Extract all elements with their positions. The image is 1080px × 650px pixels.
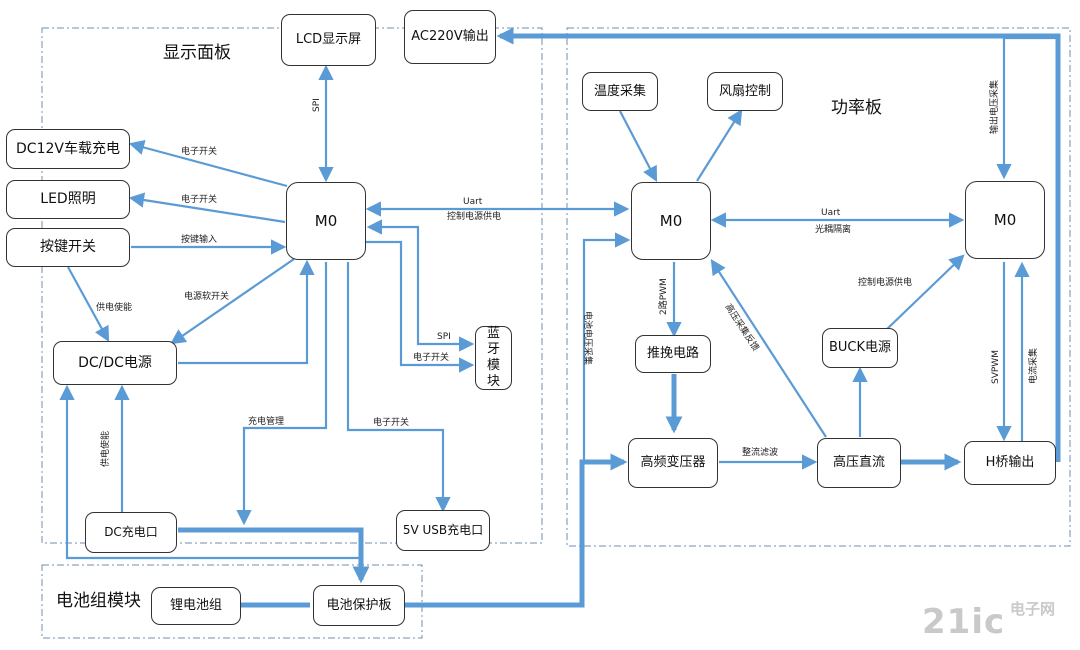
arrow-key-dcdc: [67, 266, 110, 343]
label-ctrl-supply1: 控制电源供电: [447, 212, 502, 222]
arrow-m0-dc12v: [128, 139, 288, 188]
power-board-region: [566, 27, 1071, 547]
label-esw-led: 电子开关: [181, 195, 218, 205]
hv-dc-box: 高压直流: [817, 438, 901, 488]
label-uart1: Uart: [463, 197, 483, 207]
label-pwm2: 2路PWM: [659, 278, 669, 315]
dc-charge-box: DC充电口: [85, 512, 177, 553]
label-spi-lcd: SPI: [312, 98, 322, 112]
m0-power-box: M0: [631, 182, 711, 260]
watermark-logo: 21ic: [922, 602, 1006, 642]
ac220-box: AC220V输出: [404, 10, 496, 64]
dcdc-box: DC/DC电源: [53, 341, 177, 385]
bat-protect-box: 电池保护板: [313, 585, 405, 626]
label-spi-bt: SPI: [437, 332, 451, 342]
label-bat-vi: 电池电压采集: [582, 311, 592, 366]
li-battery-box: 锂电池组: [151, 587, 241, 625]
label-uart2: Uart: [821, 208, 841, 218]
m0-right-box: M0: [965, 181, 1045, 259]
label-key-input: 按键输入: [181, 235, 218, 245]
display-panel-title: 显示面板: [163, 43, 231, 63]
arrow-bat-dcdc: [59, 384, 361, 560]
battery-module-region: [41, 564, 423, 639]
label-ctrl-supply2: 控制电源供电: [858, 278, 913, 288]
display-panel-region: [41, 27, 543, 544]
arrow-hvdc-m0: [710, 259, 827, 438]
arrow-batsense-m0: [582, 232, 631, 460]
arrow-m0-bt-esw: [366, 240, 475, 373]
buck-box: BUCK电源: [822, 328, 898, 368]
hf-transformer-box: 高频变压器: [628, 438, 718, 488]
fan-box: 风扇控制: [707, 72, 783, 111]
label-supply-en1: 供电使能: [96, 303, 133, 313]
power-protect-hft: [405, 453, 628, 608]
arrow-m0-bt-spi: [366, 219, 475, 352]
h-bridge-box: H桥输出: [964, 441, 1056, 485]
dc12v-box: DC12V车载充电: [6, 129, 130, 169]
battery-module-title: 电池组模块: [56, 591, 141, 611]
power-hbridge-ac220: [496, 27, 1061, 462]
watermark-site: 电子网: [1010, 600, 1056, 618]
label-esw-dc12: 电子开关: [181, 147, 218, 157]
led-box: LED照明: [6, 180, 130, 219]
label-opt-iso: 光耦隔离: [815, 225, 852, 235]
arrow-outv-m0r: [996, 36, 1058, 180]
lcd-box: LCD显示屏: [281, 14, 376, 66]
arrow-m0-dcdc: [170, 258, 295, 345]
label-rect: 整流滤波: [742, 448, 779, 458]
power-dccharge-protect: [178, 527, 370, 584]
m0-display-box: M0: [286, 182, 366, 260]
arrow-m0-fan: [696, 109, 743, 182]
key-box: 按键开关: [6, 228, 130, 267]
label-soft-sw: 电源软开关: [184, 292, 230, 302]
temp-box: 温度采集: [582, 72, 658, 111]
label-supply-en2: 供电使能: [101, 430, 111, 467]
arrow-dcdc-m0: [178, 259, 315, 365]
arrow-m0-led: [128, 192, 286, 224]
label-cur: 电流采集: [1029, 347, 1039, 384]
label-esw-usb: 电子开关: [373, 418, 410, 428]
bluetooth-label: 蓝牙模块: [486, 325, 500, 390]
label-out-v: 输出电压采集: [990, 79, 1000, 134]
arrow-m0-dccharge: [236, 262, 328, 526]
label-spwm: SVPWM: [991, 350, 1001, 384]
arrow-buck-m0r: [885, 254, 965, 331]
power-board-title: 功率板: [831, 98, 882, 118]
push-pull-box: 推挽电路: [635, 335, 711, 373]
label-charge-mgmt: 充电管理: [248, 417, 285, 427]
label-esw-bt: 电子开关: [413, 353, 450, 363]
arrow-m0-usb: [346, 262, 451, 513]
bluetooth-box: 蓝牙模块: [475, 326, 512, 390]
arrow-temp-m0: [619, 110, 658, 183]
usb-box: 5V USB充电口: [396, 510, 490, 551]
